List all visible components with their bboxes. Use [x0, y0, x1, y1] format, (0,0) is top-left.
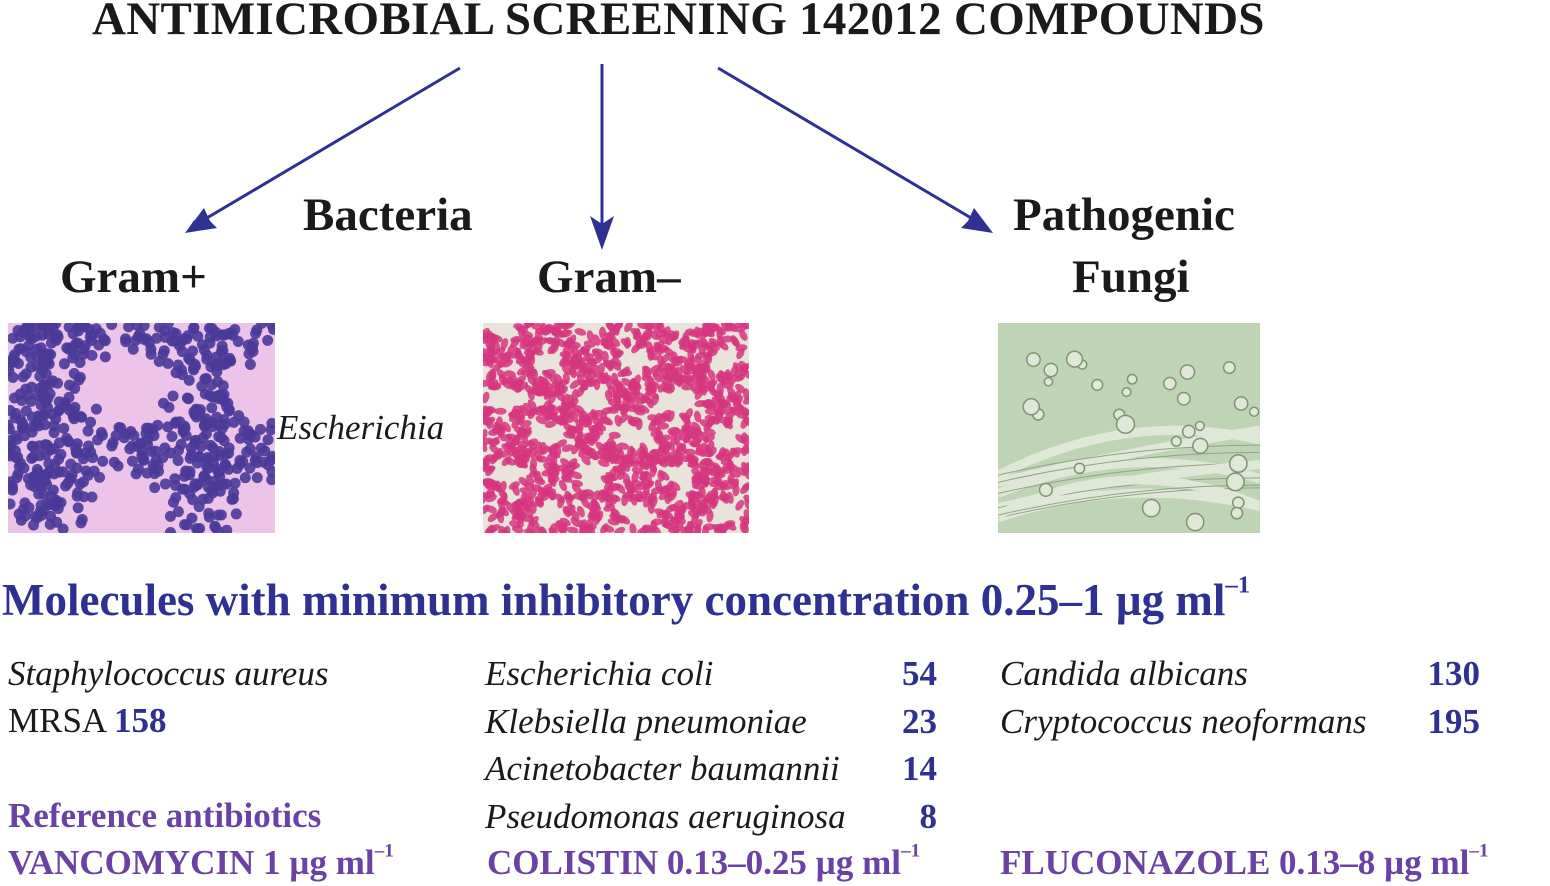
label-fungi: Fungi — [1072, 251, 1190, 303]
ref-fluconazole: FLUCONAZOLE 0.13–8 µg ml–1 — [1000, 840, 1489, 882]
label-pathogenic: Pathogenic — [1013, 189, 1235, 241]
arrows — [185, 64, 993, 250]
ref-vancomycin: VANCOMYCIN 1 µg ml–1 — [8, 840, 394, 882]
gram-negative-micrograph — [483, 323, 749, 533]
escherichia-label: Escherichia — [277, 408, 445, 447]
label-bacteria: Bacteria — [303, 189, 473, 241]
mic-heading: Molecules with minimum inhibitory concen… — [2, 571, 1251, 625]
gram-positive-micrograph — [8, 323, 275, 533]
title: ANTIMICROBIAL SCREENING 142012 COMPOUNDS — [92, 0, 1265, 45]
label-gram-negative: Gram– — [537, 251, 681, 303]
ref-colistin: COLISTIN 0.13–0.25 µg ml–1 — [487, 840, 921, 882]
species-staphylococcus: Staphylococcus aureus — [8, 654, 329, 693]
fungi-micrograph — [998, 323, 1260, 533]
arrow-gram-pos — [188, 66, 461, 230]
arrow-fungi — [717, 66, 989, 230]
arrowhead-gram-pos — [185, 208, 217, 233]
arrowhead-gram-neg — [590, 216, 614, 250]
arrowhead-fungi — [961, 208, 993, 233]
reference-label: Reference antibiotics — [8, 796, 322, 835]
label-gram-positive: Gram+ — [60, 251, 207, 303]
mrsa-row: MRSA 158 — [8, 701, 167, 740]
